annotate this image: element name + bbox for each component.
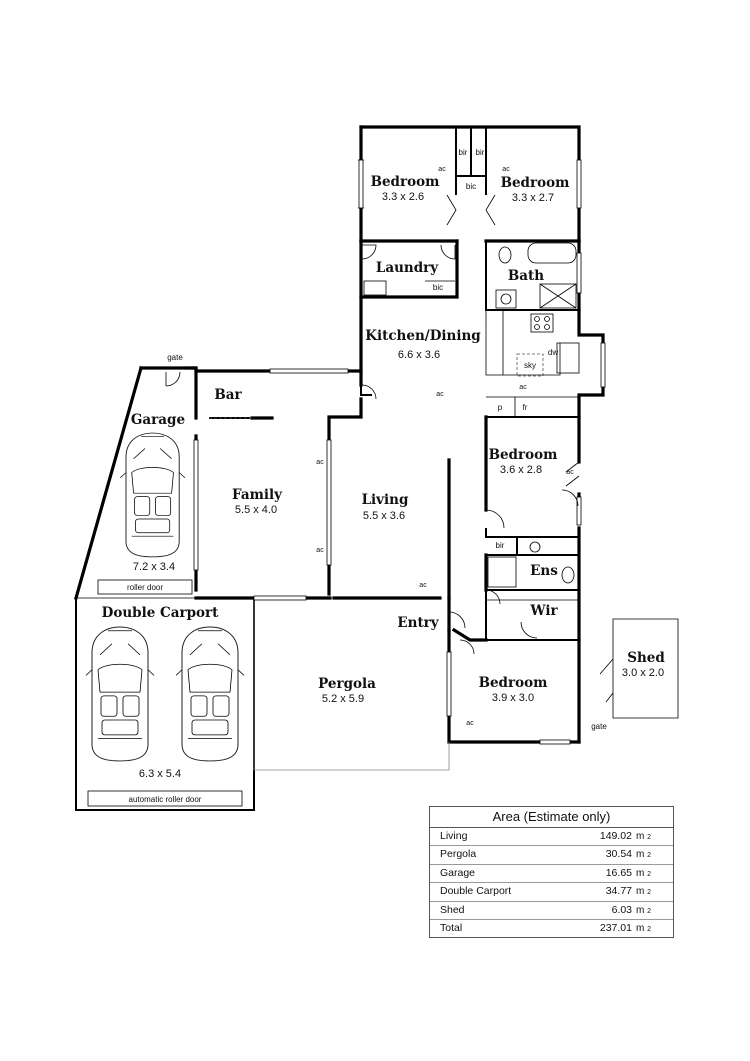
area-row-double-carport: Double Carport 34.77 m 2 [430, 883, 673, 902]
room-shed-name: Shed [627, 650, 665, 666]
ac-bedroom4: ac [466, 720, 474, 727]
room-pergola-name: Pergola [318, 676, 376, 692]
ac-markers: ac ac ac ac ac ac ac ac ac [316, 166, 574, 727]
room-bar-name: Bar [214, 387, 242, 403]
room-bedroom2-dims: 3.3 x 2.7 [512, 192, 554, 204]
area-row-living: Living 149.02 m 2 [430, 828, 673, 847]
area-row-pergola: Pergola 30.54 m 2 [430, 846, 673, 865]
room-wir-name: Wir [529, 603, 558, 619]
room-bedroom3-name: Bedroom [489, 447, 558, 463]
room-garage-name: Garage [131, 412, 185, 428]
area-unit: m 2 [636, 886, 652, 898]
label-bir-bed3: bir [496, 541, 505, 550]
fixtures [363, 242, 580, 601]
area-label: Total [440, 921, 463, 934]
doors [165, 194, 580, 655]
area-value: 149.02 [599, 830, 632, 842]
label-sky: sky [524, 361, 536, 370]
label-pantry: p [498, 403, 503, 412]
area-label: Living [440, 830, 468, 842]
room-bedroom2-name: Bedroom [501, 175, 570, 191]
ac-bedroom2: ac [502, 166, 510, 173]
area-unit: m 2 [636, 831, 652, 842]
room-bedroom1-name: Bedroom [371, 174, 440, 190]
area-row-shed: Shed 6.03 m 2 [430, 902, 673, 920]
room-entry-name: Entry [397, 615, 439, 631]
room-kitchen-name: Kitchen/Dining [365, 328, 481, 344]
room-family-name: Family [232, 487, 283, 503]
automatic-roller-door [87, 790, 243, 807]
label-gate-shed: gate [591, 722, 607, 731]
room-garage-dims: 7.2 x 3.4 [133, 561, 175, 573]
area-unit: m 2 [636, 849, 652, 861]
room-living-name: Living [362, 492, 409, 508]
label-bic-laundry: bic [433, 283, 443, 292]
area-value: 16.65 [605, 866, 632, 879]
ac-family-2: ac [316, 547, 324, 554]
area-unit: m 2 [636, 904, 652, 916]
area-label: Garage [440, 866, 476, 879]
area-table: Area (Estimate only) Living 149.02 m 2 P… [429, 806, 674, 939]
area-value: 30.54 [605, 848, 632, 861]
room-bedroom4-name: Bedroom [479, 675, 548, 691]
room-kitchen-dims: 6.6 x 3.6 [398, 349, 440, 361]
room-carport-name: Double Carport [102, 605, 220, 621]
area-row-total: Total 237.01 m 2 [430, 920, 673, 937]
area-label: Double Carport [440, 885, 512, 898]
car-garage [119, 432, 186, 558]
room-ensuite-name: Ens [530, 563, 558, 579]
room-shed-dims: 3.0 x 2.0 [622, 667, 664, 679]
car-carport-left [85, 626, 155, 762]
label-automatic-roller-door: automatic roller door [129, 795, 202, 804]
label-bir-right: bir [476, 148, 485, 157]
room-living-dims: 5.5 x 3.6 [363, 510, 405, 522]
room-pergola-dims: 5.2 x 5.9 [322, 693, 364, 705]
roller-door [97, 579, 193, 595]
car-carport-right [175, 626, 245, 762]
label-fridge: fr [523, 403, 528, 412]
ac-family-1: ac [316, 459, 324, 466]
room-family-dims: 5.5 x 4.0 [235, 504, 277, 516]
area-unit: m 2 [636, 867, 652, 879]
area-row-garage: Garage 16.65 m 2 [430, 865, 673, 884]
label-gate-garage: gate [167, 353, 183, 362]
label-bir-left: bir [459, 148, 468, 157]
room-carport-dims: 6.3 x 5.4 [139, 768, 181, 780]
windows [193, 159, 606, 745]
area-value: 6.03 [611, 903, 632, 916]
area-label: Pergola [440, 848, 477, 861]
area-value: 237.01 [599, 921, 632, 934]
label-bic-bedroom: bic [466, 182, 476, 191]
ac-bedroom3: ac [566, 469, 574, 476]
ac-kitchen: ac [436, 391, 444, 398]
room-bedroom1-dims: 3.3 x 2.6 [382, 191, 424, 203]
room-bedroom3-dims: 3.6 x 2.8 [500, 464, 542, 476]
room-laundry-name: Laundry [376, 260, 439, 276]
ac-living: ac [419, 582, 427, 589]
room-bath-name: Bath [508, 268, 544, 284]
room-bedroom4-dims: 3.9 x 3.0 [492, 692, 534, 704]
area-table-title: Area (Estimate only) [430, 807, 673, 828]
label-roller-door: roller door [127, 583, 163, 592]
area-value: 34.77 [605, 885, 632, 898]
ac-kitchen-counter: ac [519, 384, 527, 391]
ac-bedroom1: ac [438, 166, 446, 173]
label-dw: dw [548, 348, 558, 357]
area-label: Shed [440, 903, 465, 916]
area-unit: m 2 [636, 922, 652, 934]
